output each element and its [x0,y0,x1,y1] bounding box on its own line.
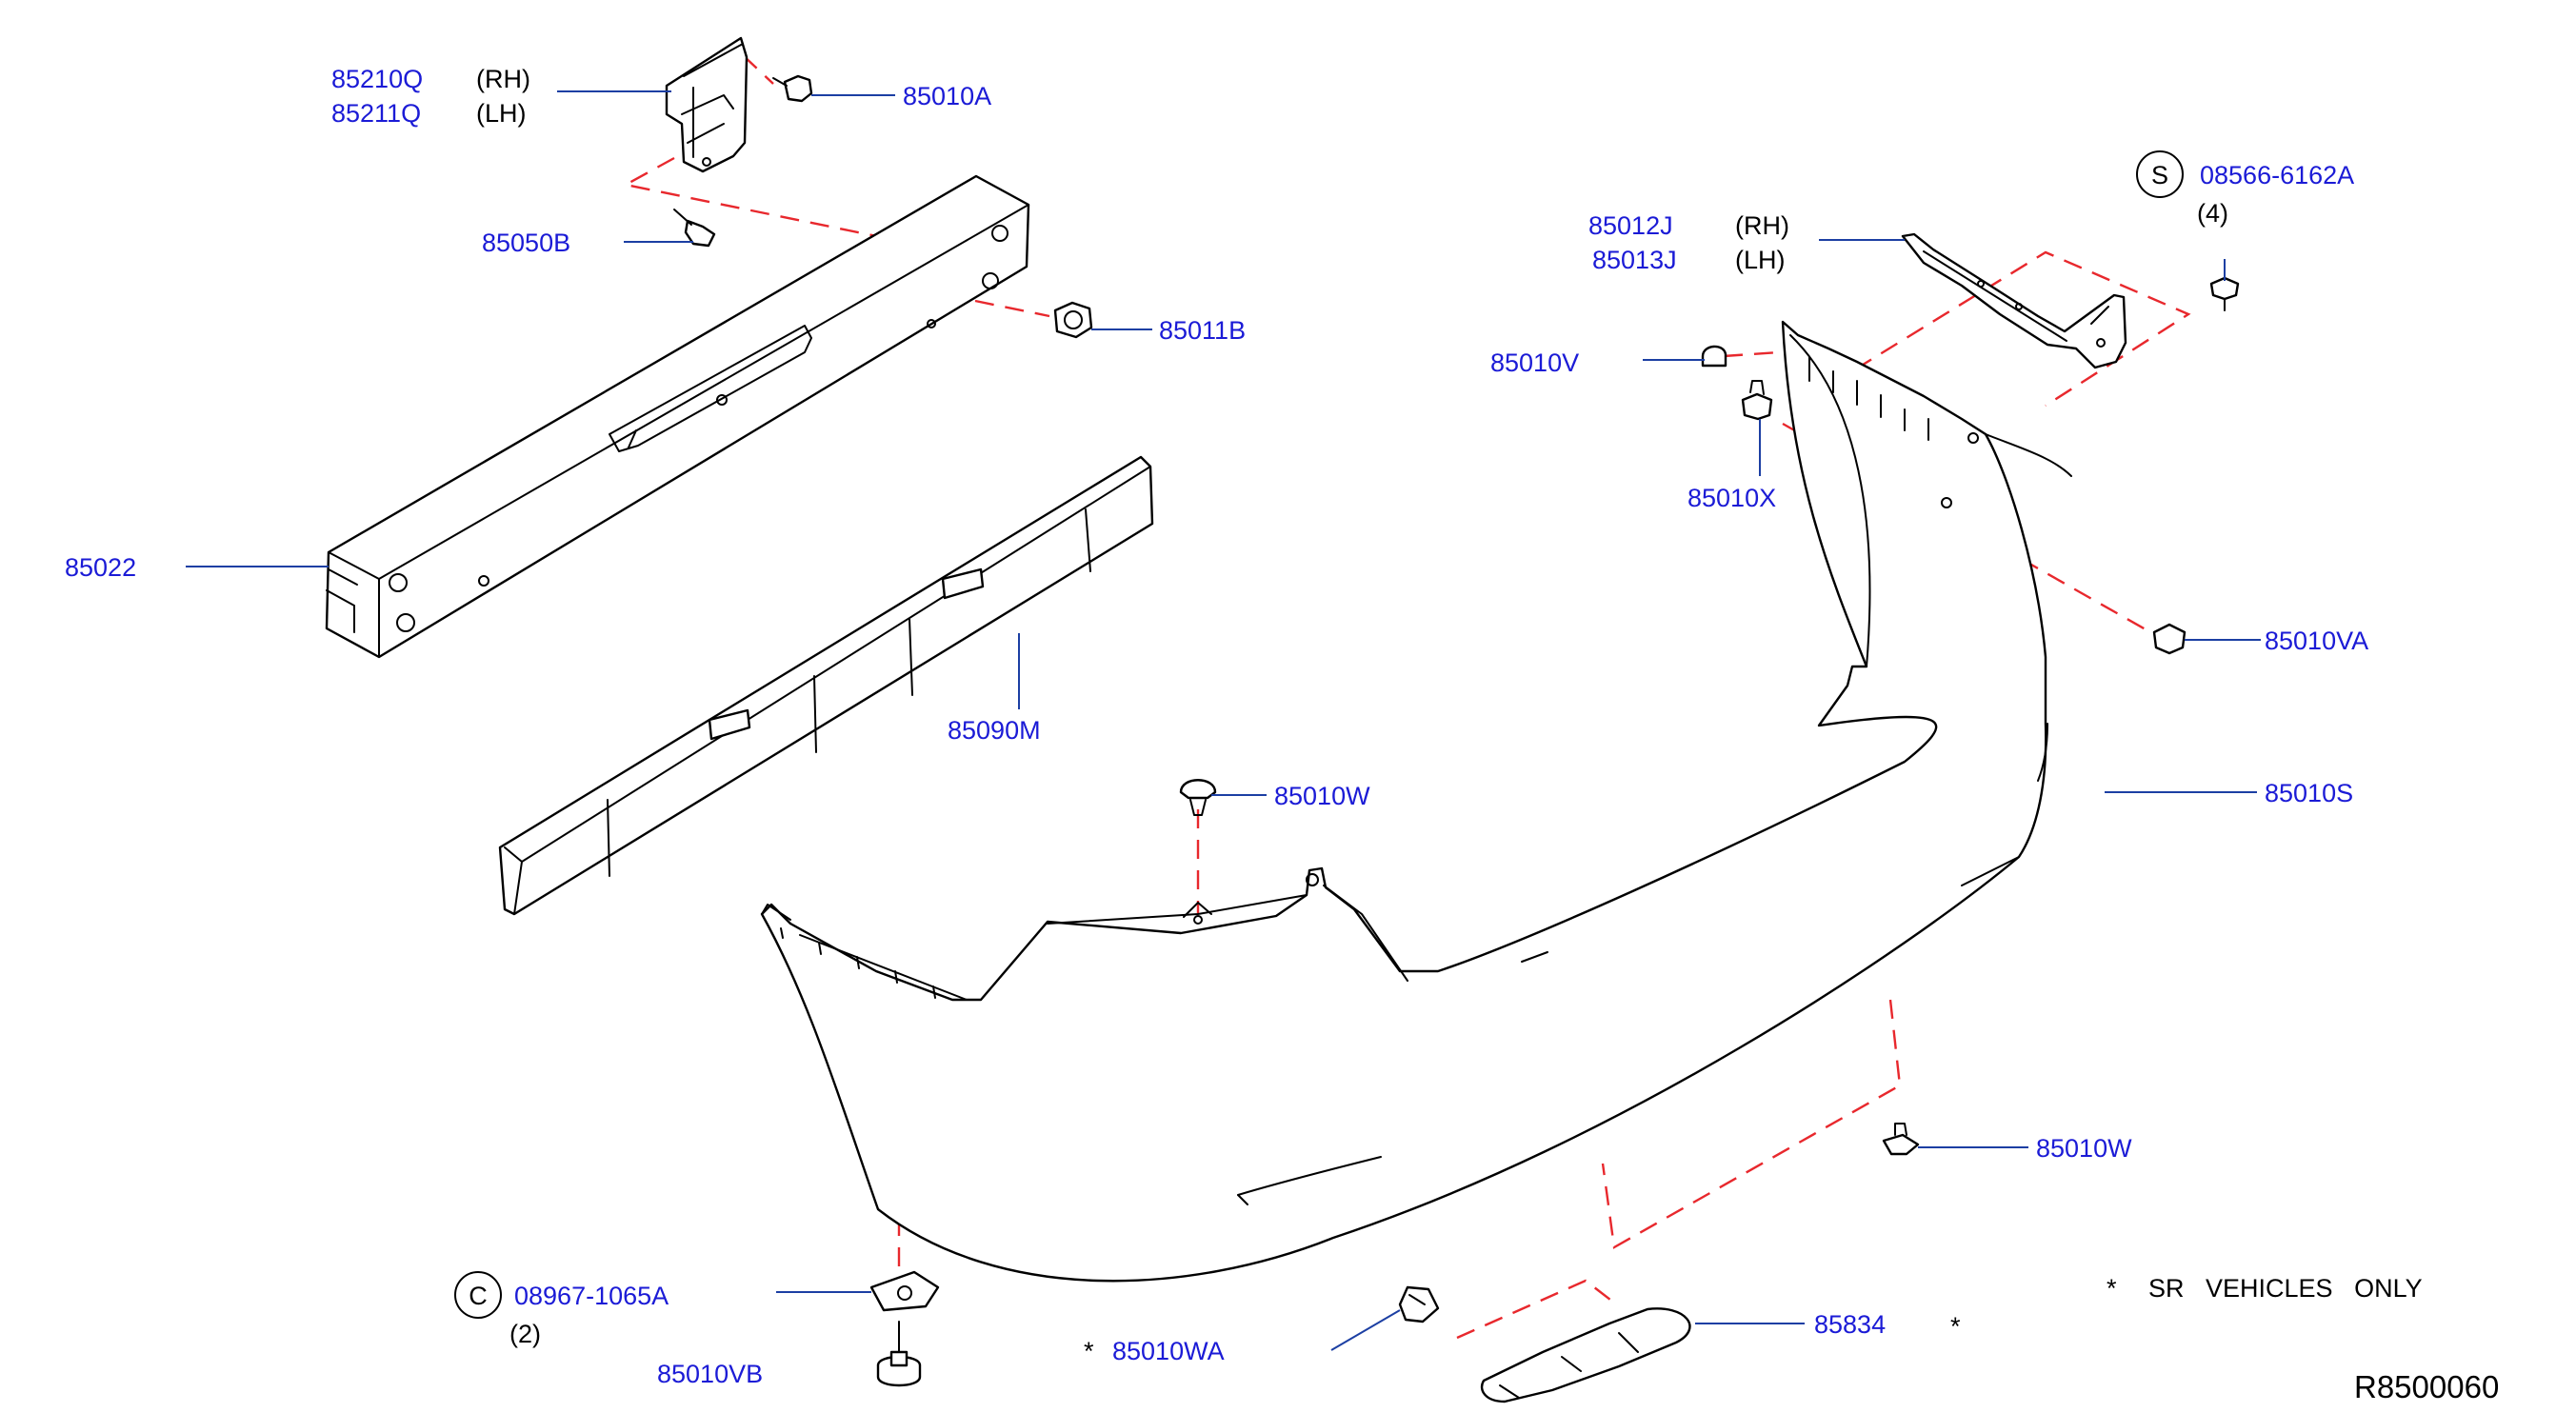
label-85010va: 85010VA [2265,627,2368,655]
symbol-circle-s [2136,150,2184,198]
label-85090m: 85090M [948,716,1041,745]
label-08566-qty: (4) [2197,199,2228,228]
asterisk-85834: * [1950,1312,1961,1341]
rear-bumper-stay-bracket [665,36,749,173]
energy-absorber [498,455,1154,916]
screw-08566-6162a [2209,276,2240,311]
label-85210q-side: (RH) [476,65,530,93]
label-85013j-side: (LH) [1735,246,1786,274]
nut-85011b [1053,301,1093,339]
label-85013j: 85013J [1592,246,1677,274]
label-85010w-bottom: 85010W [2036,1134,2132,1163]
clip-nut-08967-1065a [869,1270,940,1312]
footnote-text: SR VEHICLES ONLY [2148,1274,2423,1303]
clip-85010x [1741,380,1773,421]
asterisk-85010wa: * [1084,1337,1094,1365]
label-85022: 85022 [65,553,136,582]
label-85050b: 85050B [482,229,570,257]
rear-bumper-fascia [760,320,2072,1283]
label-85211q-side: (LH) [476,99,527,128]
clip-85010w-bottom [1882,1123,1920,1156]
label-08566-6162a: 08566-6162A [2200,161,2354,189]
label-85010wa: 85010WA [1112,1337,1225,1365]
bumper-side-bracket [1901,232,2127,369]
label-85834: 85834 [1814,1310,1886,1339]
leader-lines [186,90,2261,1351]
symbol-s: S [2151,161,2168,189]
bolt-85050b [673,209,716,248]
label-85010a: 85010A [903,82,991,110]
bolt-85010a [772,74,813,103]
symbol-circle-c [454,1271,502,1319]
label-85012j: 85012J [1588,211,1673,240]
label-08967-qty: (2) [509,1320,541,1348]
label-85010vb: 85010VB [657,1360,763,1388]
part-labels: 85210Q (RH) 85211Q (LH) 85010A 85050B 85… [65,65,2499,1404]
clip-85010w-top [1179,779,1217,816]
label-85010v: 85010V [1490,348,1579,377]
diagram-reference: R8500060 [2354,1369,2499,1404]
symbol-c: C [469,1282,488,1310]
label-08967-1065a: 08967-1065A [514,1282,669,1310]
label-85211q: 85211Q [331,99,421,128]
clip-85010v [1701,345,1727,368]
label-85010x: 85010X [1687,484,1776,512]
label-85010w-top: 85010W [1274,782,1370,810]
screw-85010vb [876,1321,922,1387]
footnote-star: * [2107,1274,2117,1303]
label-85011b: 85011B [1159,316,1246,345]
label-85210q: 85210Q [331,65,423,93]
clip-85010wa [1398,1285,1440,1323]
label-85010s: 85010S [2265,779,2353,807]
clip-85010va [2152,623,2187,655]
bumper-reinforcement [325,174,1030,659]
label-85012j-side: (RH) [1735,211,1789,240]
part-85834 [1480,1307,1691,1403]
